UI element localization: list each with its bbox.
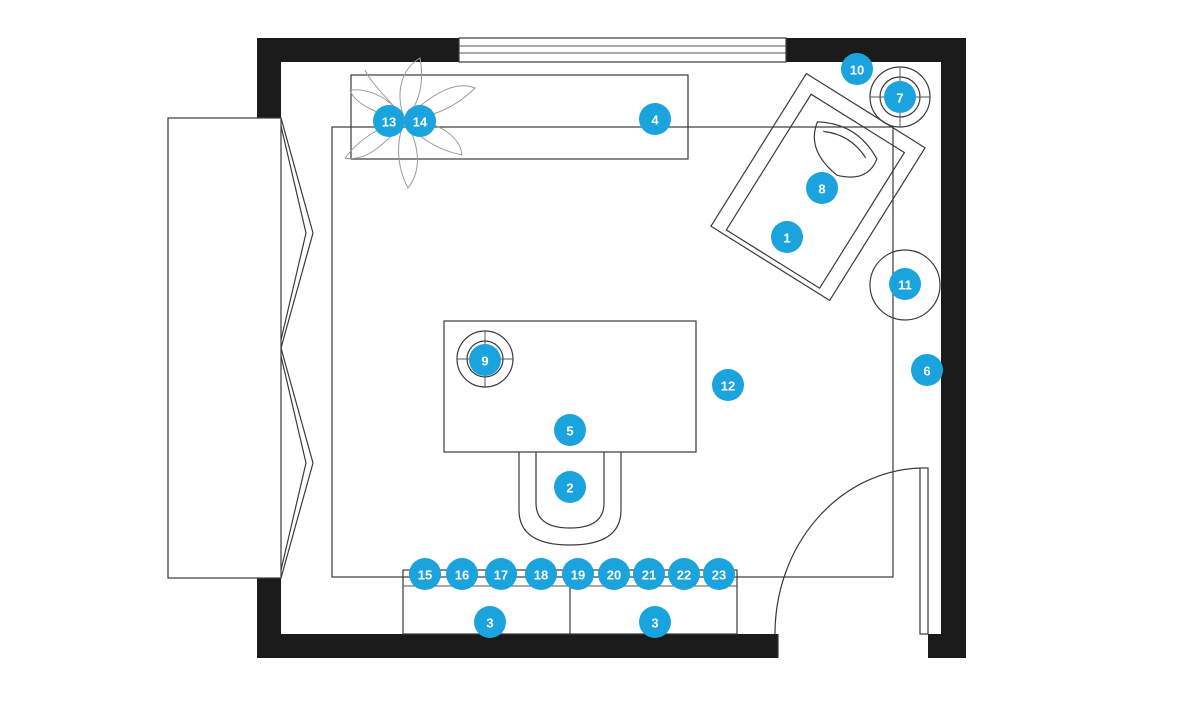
wall-top-left xyxy=(257,38,459,62)
desk-chair xyxy=(518,452,622,546)
marker-badge xyxy=(633,558,665,590)
marker-badge xyxy=(409,558,441,590)
marker-badge xyxy=(373,105,405,137)
wall-bottom-left xyxy=(257,634,778,658)
marker-22: 22 xyxy=(668,558,700,590)
marker-number: 15 xyxy=(418,568,432,583)
marker-number: 11 xyxy=(898,278,912,293)
marker-number: 9 xyxy=(481,354,488,369)
marker-number: 17 xyxy=(494,568,508,583)
closet xyxy=(167,117,314,579)
marker-badge xyxy=(554,471,586,503)
marker-badge xyxy=(474,606,506,638)
marker-12: 12 xyxy=(712,369,744,401)
marker-badge xyxy=(562,558,594,590)
marker-badge xyxy=(598,558,630,590)
marker-number: 3 xyxy=(651,616,658,631)
marker-14: 14 xyxy=(404,105,436,137)
marker-badge xyxy=(703,558,735,590)
wall-bottom-right xyxy=(928,634,966,658)
marker-badge xyxy=(806,172,838,204)
marker-number: 22 xyxy=(677,568,691,583)
marker-badge xyxy=(525,558,557,590)
marker-number: 4 xyxy=(651,113,659,128)
window xyxy=(458,37,787,63)
desk xyxy=(443,320,697,453)
marker-badge xyxy=(889,268,921,300)
marker-number: 14 xyxy=(413,115,428,130)
marker-badge xyxy=(639,606,671,638)
marker-number: 3 xyxy=(486,616,493,631)
marker-badge xyxy=(446,558,478,590)
marker-number: 23 xyxy=(712,568,726,583)
marker-badge xyxy=(404,105,436,137)
marker-20: 20 xyxy=(598,558,630,590)
marker-badge xyxy=(668,558,700,590)
marker-badge xyxy=(712,369,744,401)
wall-left-top xyxy=(257,38,281,118)
marker-23: 23 xyxy=(703,558,735,590)
marker-number: 6 xyxy=(923,364,930,379)
marker-11: 11 xyxy=(889,268,921,300)
marker-15: 15 xyxy=(409,558,441,590)
marker-badge xyxy=(554,414,586,446)
marker-18: 18 xyxy=(525,558,557,590)
marker-badge xyxy=(884,81,916,113)
armchair xyxy=(710,72,926,302)
door xyxy=(774,467,929,658)
marker-2: 2 xyxy=(554,471,586,503)
marker-number: 16 xyxy=(455,568,469,583)
marker-6: 6 xyxy=(911,354,943,386)
marker-number: 8 xyxy=(818,182,825,197)
marker-5: 5 xyxy=(554,414,586,446)
side-table xyxy=(869,249,941,321)
marker-13: 13 xyxy=(373,105,405,137)
marker-badge xyxy=(771,221,803,253)
marker-7: 7 xyxy=(884,81,916,113)
marker-10: 10 xyxy=(841,53,873,85)
marker-number: 1 xyxy=(783,231,790,246)
marker-16: 16 xyxy=(446,558,478,590)
marker-21: 21 xyxy=(633,558,665,590)
marker-badge xyxy=(485,558,517,590)
marker-17: 17 xyxy=(485,558,517,590)
marker-number: 12 xyxy=(721,379,735,394)
marker-4: 4 xyxy=(639,103,671,135)
marker-8: 8 xyxy=(806,172,838,204)
marker-number: 5 xyxy=(566,424,573,439)
marker-number: 2 xyxy=(566,481,573,496)
marker-19: 19 xyxy=(562,558,594,590)
wall-right xyxy=(941,38,966,658)
marker-number: 21 xyxy=(642,568,656,583)
marker-number: 7 xyxy=(896,91,903,106)
wall-top-right xyxy=(786,38,966,62)
console-table xyxy=(350,74,689,160)
marker-number: 13 xyxy=(382,115,396,130)
marker-3: 3 xyxy=(639,606,671,638)
marker-badge xyxy=(911,354,943,386)
marker-badge xyxy=(639,103,671,135)
marker-badge xyxy=(469,344,501,376)
marker-number: 19 xyxy=(571,568,585,583)
marker-number: 10 xyxy=(850,63,864,78)
marker-number: 20 xyxy=(607,568,621,583)
marker-1: 1 xyxy=(771,221,803,253)
marker-9: 9 xyxy=(469,344,501,376)
marker-badge xyxy=(841,53,873,85)
marker-3: 3 xyxy=(474,606,506,638)
floor-lamp xyxy=(869,66,931,128)
marker-number: 18 xyxy=(534,568,548,583)
walls xyxy=(257,38,966,658)
